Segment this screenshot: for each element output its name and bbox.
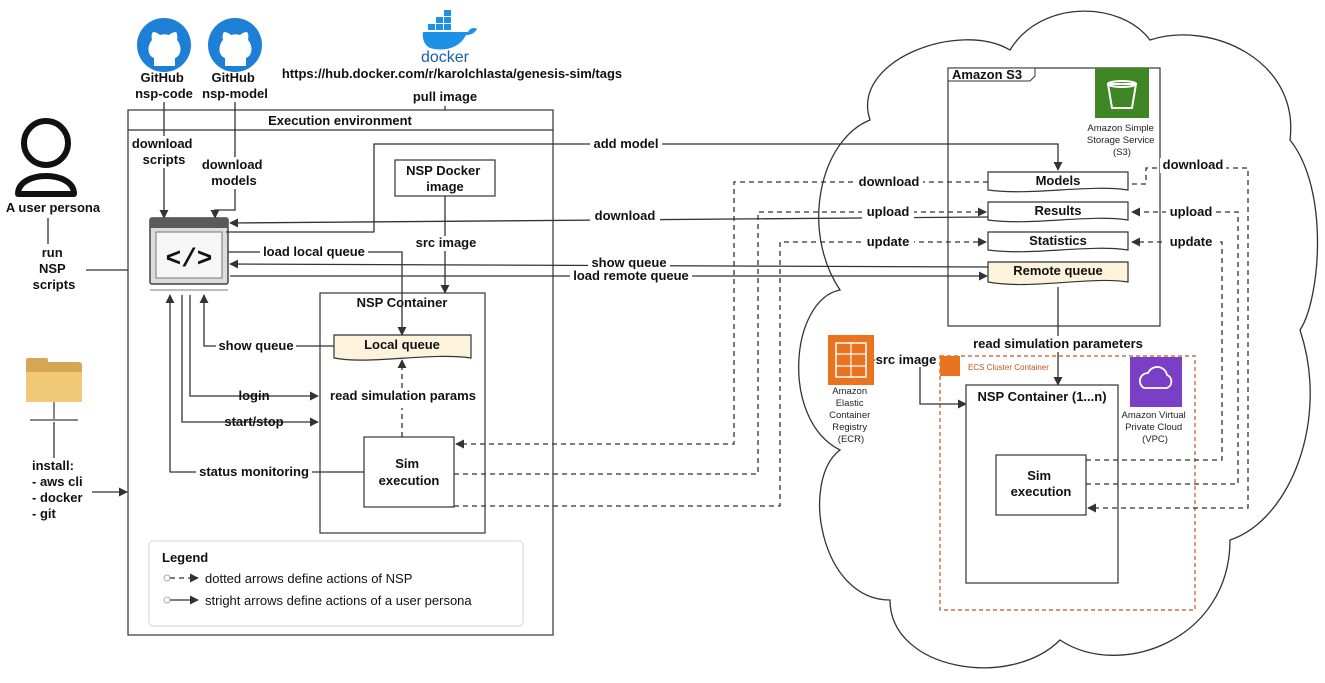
install-label: install: - aws cli - docker - git	[32, 458, 86, 521]
nsp-docker-image	[394, 159, 496, 197]
svg-text:NSP Docker image: NSP Docker image	[406, 163, 484, 194]
status-monitoring-label: status monitoring	[199, 464, 309, 479]
download-right-label: download	[1163, 157, 1224, 172]
svg-text:Sim execution: Sim execution	[1011, 468, 1072, 499]
legend	[148, 540, 524, 627]
upload-right-label: upload	[1170, 204, 1213, 219]
github-code-icon	[137, 18, 191, 72]
remote-queue: Remote queue	[987, 261, 1129, 286]
sim-execution	[363, 436, 455, 508]
svg-text:Remote queue: Remote queue	[1013, 263, 1103, 278]
download-scripts-label: download scripts	[132, 136, 196, 167]
read-sim-parameters-label: read simulation parameters	[973, 336, 1143, 351]
vpc-icon	[1130, 357, 1182, 407]
ecr-label: Amazon Elastic Container Registry (ECR)	[829, 386, 873, 445]
login-label: login	[238, 388, 269, 403]
load-remote-queue-label: load remote queue	[573, 268, 689, 283]
user-persona-label: A user persona	[6, 200, 101, 215]
docker-url[interactable]: https://hub.docker.com/r/karolchlasta/ge…	[282, 66, 622, 81]
download-mid-label: download	[595, 208, 656, 223]
svg-text:Statistics: Statistics	[1029, 233, 1087, 248]
legend-title: Legend	[162, 550, 208, 565]
update-right-label: update	[1170, 234, 1213, 249]
download-models-label: download models	[202, 157, 266, 188]
upload-mid-label: upload	[867, 204, 910, 219]
load-local-queue-label: load local queue	[263, 244, 365, 259]
code-terminal-icon[interactable]: </>	[149, 217, 229, 291]
s3-service-label: Amazon Simple Storage Service (S3)	[1087, 123, 1157, 158]
read-sim-params-label: read simulation params	[330, 388, 476, 403]
vpc-label: Amazon Virtual Private Cloud (VPC)	[1122, 410, 1189, 445]
s3-bucket-icon	[1095, 68, 1149, 118]
add-model-label: add model	[593, 136, 658, 151]
ecr-icon	[828, 335, 874, 385]
s3-title: Amazon S3	[952, 67, 1022, 82]
svg-text:Local queue: Local queue	[364, 337, 440, 352]
execution-environment-title: Execution environment	[268, 113, 412, 128]
legend-straight: stright arrows define actions of a user …	[205, 593, 472, 608]
src-image-cloud-label: src image	[876, 352, 937, 367]
show-queue-label: show queue	[591, 255, 666, 270]
src-image-label: src image	[416, 235, 477, 250]
folder-icon	[26, 358, 82, 421]
ecs-label: ECS Cluster Container	[968, 363, 1049, 372]
legend-dotted: dotted arrows define actions of NSP	[205, 571, 412, 586]
pull-image-label: pull image	[413, 89, 477, 104]
github-model-icon	[208, 18, 262, 72]
github-model-label: GitHub nsp-model	[202, 70, 268, 101]
start-stop-label: start/stop	[224, 414, 283, 429]
cloud-sim-execution	[995, 454, 1087, 516]
svg-text:</>: </>	[166, 244, 213, 274]
download-left-label: download	[859, 174, 920, 189]
docker-icon	[422, 10, 477, 50]
github-code-label: GitHub nsp-code	[135, 70, 193, 101]
local-queue: Local queue	[333, 334, 472, 361]
statistics-doc: Statistics	[987, 231, 1129, 253]
cloud-container-title: NSP Container (1...n)	[977, 389, 1106, 404]
ecs-icon	[940, 356, 960, 376]
docker-logo-text: docker	[421, 49, 470, 66]
results-doc: Results	[987, 201, 1129, 223]
user-persona-icon	[15, 118, 77, 197]
run-nsp-scripts-label: run NSP scripts	[33, 245, 76, 292]
svg-text:Models: Models	[1036, 173, 1081, 188]
ecs-cluster-boundary	[939, 355, 1196, 611]
show-queue-local-label: show queue	[218, 338, 293, 353]
models-doc: Models	[987, 171, 1129, 193]
svg-text:Sim execution: Sim execution	[379, 456, 440, 488]
update-mid-label: update	[867, 234, 910, 249]
svg-text:Results: Results	[1035, 203, 1082, 218]
